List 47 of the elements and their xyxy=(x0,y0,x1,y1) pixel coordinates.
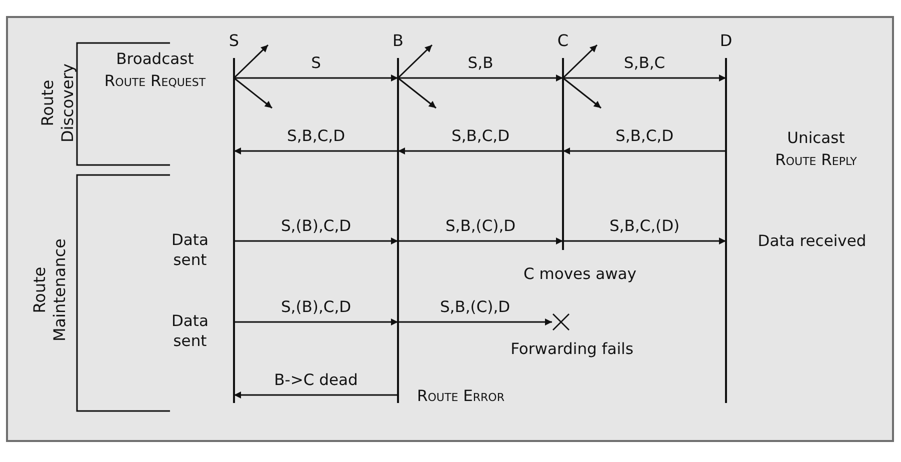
arrow xyxy=(398,74,563,82)
edge-label: S,B,C,D xyxy=(287,127,345,146)
edge-label: S,B,(C),D xyxy=(445,217,516,236)
arrow xyxy=(398,238,563,244)
lifeline-label: B xyxy=(392,31,404,51)
edge-label: S,B,C,D xyxy=(616,127,674,146)
arrow xyxy=(234,77,272,109)
arrow xyxy=(398,318,552,326)
note-label: Data sent xyxy=(170,230,210,270)
arrow xyxy=(234,148,398,154)
edge-label: S,B,C,(D) xyxy=(609,217,680,236)
arrow xyxy=(563,74,726,82)
edge-label: S,(B),C,D xyxy=(280,217,352,236)
note-label: C moves away xyxy=(524,265,636,284)
arrow xyxy=(234,318,398,326)
note-label: Route Error xyxy=(417,387,504,406)
lifeline-label: C xyxy=(557,31,569,51)
note-label: Data sent xyxy=(170,311,210,351)
node-label: Forwarding fails xyxy=(510,340,634,359)
note-label: Broadcast xyxy=(116,50,194,69)
arrow xyxy=(562,77,602,109)
arrow xyxy=(563,238,726,244)
edge-label: B->C dead xyxy=(274,371,358,390)
arrow xyxy=(234,238,398,244)
note-label: Data received xyxy=(758,232,866,251)
section-label: Route Maintenance xyxy=(30,237,70,344)
edge-label: S,(B),C,D xyxy=(280,298,352,317)
edge-label: S xyxy=(311,54,321,73)
arrow xyxy=(233,44,269,79)
arrow xyxy=(397,44,433,79)
arrow xyxy=(234,74,398,82)
edge-label: S,B xyxy=(468,54,494,73)
lifeline-label: S xyxy=(228,31,240,51)
section-label: Route Discovery xyxy=(38,62,78,145)
cross-mark xyxy=(552,313,570,331)
arrow xyxy=(398,148,563,154)
note-label: Route Reply xyxy=(775,151,857,170)
arrow xyxy=(562,44,598,79)
arrow xyxy=(398,77,436,109)
note-label: Unicast xyxy=(787,129,845,148)
lifeline-label: D xyxy=(720,31,732,51)
arrow xyxy=(234,392,398,398)
edge-label: S,B,C xyxy=(624,54,666,73)
edge-label: S,B,(C),D xyxy=(440,298,510,317)
edge-label: S,B,C,D xyxy=(452,127,510,146)
note-label: Route Request xyxy=(104,72,206,91)
arrow xyxy=(563,148,726,154)
